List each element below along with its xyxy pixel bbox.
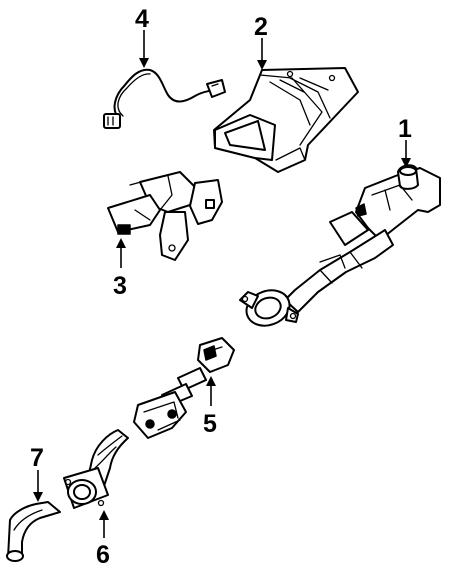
part-7-sleeve (6, 501, 61, 562)
arrow-head-icon (33, 492, 43, 502)
part-2-column-shroud (213, 67, 359, 173)
callout-3: 3 (113, 272, 127, 300)
part-5-intermediate-shaft (133, 337, 235, 439)
arrow-head-icon (257, 60, 267, 70)
callout-7: 7 (30, 444, 44, 472)
arrow-head-icon (206, 376, 216, 386)
part-1-steering-column (239, 164, 441, 327)
part-3-column-bracket (107, 171, 223, 261)
callout-1: 1 (398, 115, 412, 143)
callout-2: 2 (254, 13, 268, 41)
arrow-head-icon (116, 238, 126, 248)
arrow-head-icon (139, 58, 149, 68)
callouts: 4 2 1 3 5 7 6 (30, 5, 412, 569)
leader-lines (33, 30, 411, 538)
callout-4: 4 (135, 5, 149, 33)
part-6-boot-seal (63, 429, 129, 509)
arrow-head-icon (401, 158, 411, 168)
part-4-wiring-harness (103, 68, 226, 129)
callout-6: 6 (96, 541, 110, 569)
callout-5: 5 (203, 410, 217, 438)
arrow-head-icon (99, 510, 109, 520)
